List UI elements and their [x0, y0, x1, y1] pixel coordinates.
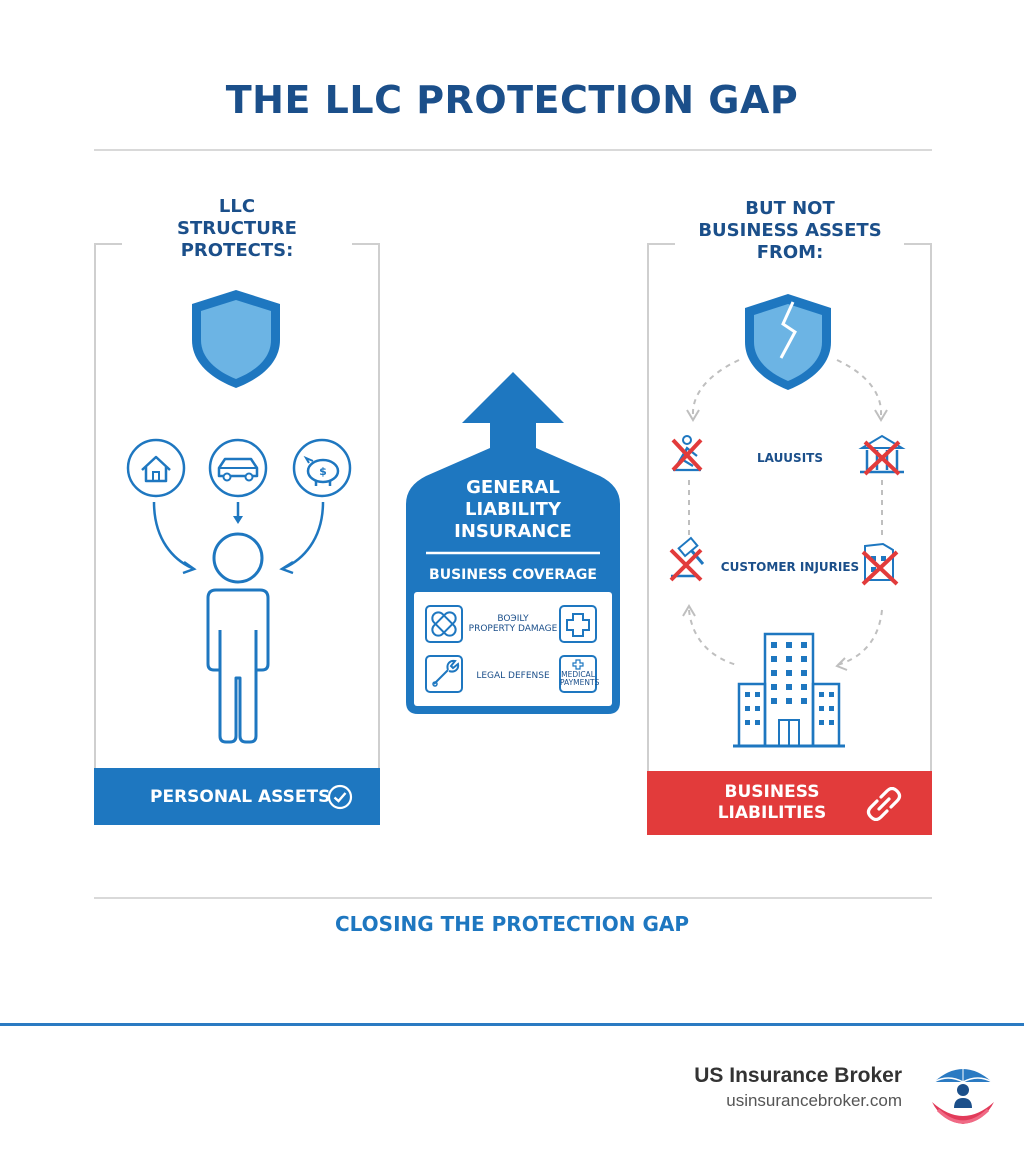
broken-link-icon: [866, 787, 902, 821]
courthouse-icon: [858, 434, 906, 476]
left-panel-heading: LLC STRUCTURE PROTECTS:: [177, 196, 297, 261]
shield-icon: [192, 290, 280, 388]
svg-text:$: $: [319, 465, 327, 478]
medical-payments-label: MEDICAL PAYMENTS: [560, 670, 600, 687]
business-coverage-label: BUSINESS COVERAGE: [429, 567, 597, 583]
closing-divider: [94, 897, 932, 899]
slip-fall-icon: [671, 435, 703, 472]
house-icon: [126, 438, 186, 498]
page-title: THE LLC PROTECTION GAP: [225, 78, 799, 122]
title-divider: [94, 149, 932, 151]
general-liability-title: GENERAL LIABILITY INSURANCE: [454, 477, 572, 542]
brand-name: US Insurance Broker: [694, 1064, 902, 1087]
bandage-icon: [425, 605, 463, 643]
car-icon: [208, 438, 268, 498]
gavel-icon: [669, 536, 705, 582]
piggy-bank-icon: $: [292, 438, 352, 498]
property-damage-label: BOЭILY PROPERTY DAMAGE: [468, 614, 558, 634]
person-icon: [206, 532, 270, 744]
medical-cross-icon: [559, 605, 597, 643]
general-liability-shape: [406, 372, 620, 714]
business-liabilities-bar: BUSINESS LIABILITIES: [647, 771, 932, 835]
personal-assets-bar: PERSONAL ASSETS: [94, 768, 380, 825]
left-panel-illustration: $: [126, 290, 352, 744]
business-liabilities-label: BUSINESS LIABILITIES: [717, 782, 827, 823]
damaged-building-icon: [861, 542, 899, 586]
customer-injuries-label: CUSTOMER INJURIES: [720, 560, 860, 574]
right-panel-heading: BUT NOT BUSINESS ASSETS FROM:: [698, 198, 882, 263]
legal-defense-label: LEGAL DEFENSE: [476, 671, 550, 681]
office-building-icon: [733, 632, 845, 748]
closing-heading: CLOSING THE PROTECTION GAP: [334, 912, 690, 936]
right-panel-illustration: [669, 294, 906, 748]
wrench-icon: [425, 655, 463, 693]
personal-assets-label: PERSONAL ASSETS: [150, 787, 331, 807]
footer-divider: [0, 1023, 1024, 1026]
brand-url[interactable]: usinsurancebroker.com: [726, 1091, 902, 1110]
check-circle-icon: [327, 784, 353, 810]
broken-shield-icon: [745, 294, 831, 390]
lawsuits-label: LAUUSITS: [757, 451, 823, 465]
brand-logo-icon: [932, 1060, 994, 1124]
medical-payments-icon: [559, 655, 597, 693]
